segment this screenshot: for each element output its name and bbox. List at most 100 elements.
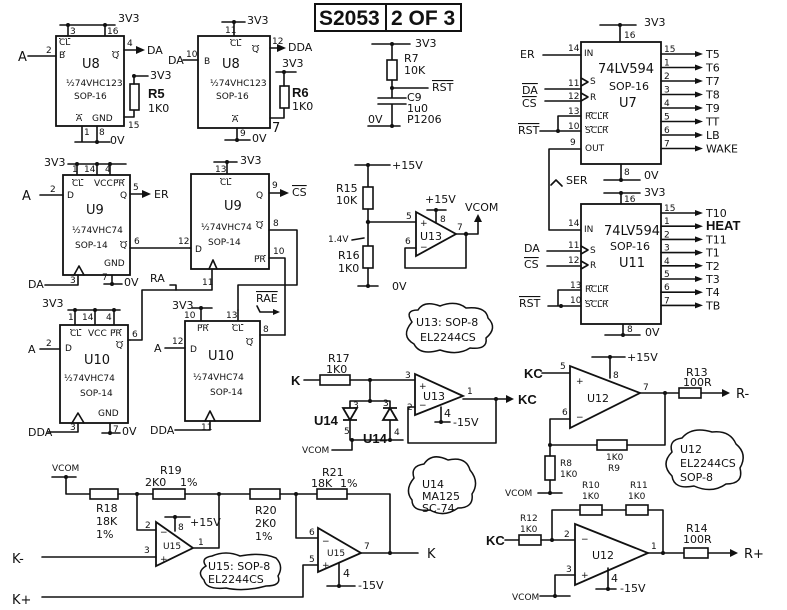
pin-num: 12 <box>172 337 183 347</box>
pin-num: 5 <box>664 113 670 123</box>
note-line: EL2244CS <box>680 457 736 470</box>
net-label: ER <box>520 48 535 61</box>
pin-num: 11 <box>568 79 579 89</box>
pin-label: VCC <box>94 179 113 189</box>
svg-text:−: − <box>160 528 168 538</box>
pin-num: 5 <box>560 362 566 372</box>
pwr-3v3: 3V3 <box>282 57 304 70</box>
sheet-id: S2053 <box>319 7 380 30</box>
u12-note-cloud: U12 EL2244CS SOP-8 <box>665 429 744 491</box>
arrow-icon <box>695 51 703 57</box>
pin-num: 5 <box>309 555 315 565</box>
pin-label: IN <box>584 49 593 59</box>
pin-num: 8 <box>263 325 269 335</box>
component-value: 1K0 <box>148 102 169 115</box>
u12a-opamp <box>569 364 643 430</box>
note-line: U14 <box>422 478 444 491</box>
pin-num: 2 <box>46 339 52 349</box>
component-value: 1K0 <box>338 262 359 275</box>
pin-num: 7 <box>272 121 280 136</box>
pin-label: Q <box>246 338 253 348</box>
u10b-flipflop: 3V3 10 13 PR CL Q D U10 ½74VHC74 SOP-14 … <box>150 292 286 437</box>
pin-num: 5 <box>133 183 139 193</box>
u14a-diode <box>341 407 359 422</box>
pwr-m15: -15V <box>453 416 479 429</box>
net-label: T11 <box>705 233 727 246</box>
net-label: T4 <box>705 286 720 299</box>
ref-designator: R11 <box>630 481 648 491</box>
net-label: KC <box>486 533 505 548</box>
pin-num: 6 <box>405 237 411 247</box>
pin-num: 15 <box>664 204 675 214</box>
r9-resistor <box>596 439 628 451</box>
pin-label: D <box>67 191 74 201</box>
svg-text:−: − <box>419 401 427 411</box>
net-label: RA <box>150 272 165 285</box>
pin-label: RCLR <box>585 112 608 122</box>
pin-num: 2 <box>50 185 56 195</box>
net-label: A <box>154 342 162 355</box>
pwr-3v3: 3V3 <box>240 154 262 167</box>
net-label: T10 <box>705 207 727 220</box>
pin-label: Q <box>256 191 263 201</box>
pwr-gnd: 0V <box>392 280 407 293</box>
net-label: T2 <box>705 260 720 273</box>
u9b-body <box>190 173 270 270</box>
r8-resistor <box>544 455 556 481</box>
net-label: DDA <box>28 426 53 439</box>
part-number: 74LV594 <box>598 62 654 77</box>
pin-num: 13 <box>226 311 237 321</box>
pwr-p15: +15V <box>392 159 423 172</box>
r7-resistor <box>386 59 398 81</box>
tolerance: 1% <box>340 477 357 490</box>
pin-label: CL <box>220 178 231 188</box>
pin-num: 12 <box>568 256 579 266</box>
pin-num: 14 <box>82 313 94 323</box>
pin-num: 15 <box>128 121 139 131</box>
ref-designator: U8 <box>82 57 100 72</box>
pin-num: 3 <box>405 371 411 381</box>
ref-designator: U14 <box>363 431 388 446</box>
net-label: TT <box>705 116 720 129</box>
r18-resistor <box>89 488 119 500</box>
component-value: 10K <box>404 64 426 77</box>
svg-text:−: − <box>322 537 330 547</box>
package: SOP-14 <box>75 241 108 251</box>
ser-wire <box>548 148 582 231</box>
net-label: DA <box>168 54 184 67</box>
component-value: 2K0 <box>145 476 166 489</box>
pin-label: CL <box>70 329 81 339</box>
u10b-body <box>184 320 261 422</box>
r10-resistor <box>579 504 603 516</box>
net-label-rae: RAE <box>256 292 278 305</box>
part-number: ½74VHC123 <box>66 79 123 89</box>
u15-differential-amp: VCOM R18 18K 1% R19 2K0 1% −+ U15 2 3 8 … <box>12 464 436 608</box>
clamp-buffer: K R17 1K0 3 5 3 4 U14 U14 VCOM +− U13 3 … <box>291 352 537 456</box>
r6-resistor <box>279 85 290 109</box>
arrow-icon <box>695 64 703 71</box>
component-value: 100R <box>683 533 712 546</box>
arrow-icon <box>695 289 703 296</box>
note-line: SC-74 <box>422 502 455 515</box>
pin-label: CL <box>72 179 83 189</box>
pin-num: 7 <box>457 223 463 233</box>
pwr-3v3: 3V3 <box>44 156 66 169</box>
pin-label: Q <box>116 341 123 351</box>
pin-num: 10 <box>186 50 198 60</box>
pin-num: 4 <box>444 407 451 420</box>
pin-label: CL <box>232 324 243 334</box>
pin-num: 13 <box>568 107 579 117</box>
pin-num: 7 <box>102 273 108 283</box>
r16-resistor <box>362 245 374 269</box>
pin-num: 1 <box>68 313 74 323</box>
pin-label: OUT <box>585 144 605 154</box>
pwr-gnd: 0V <box>644 169 659 182</box>
r14-resistor <box>683 547 709 559</box>
pin-label: CL <box>59 38 70 48</box>
r21-resistor <box>316 488 348 500</box>
ser-leader <box>550 179 563 187</box>
net-label: VCOM <box>302 446 329 456</box>
u9a-body <box>62 174 131 276</box>
pin-num: 2 <box>407 403 413 413</box>
vcom-generator: +15V R15 10K 1.4V R16 1K0 0V +− U13 5 6 … <box>328 159 498 293</box>
